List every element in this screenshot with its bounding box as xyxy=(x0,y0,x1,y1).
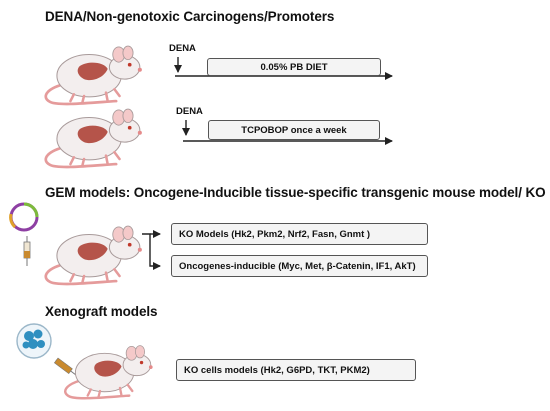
dena-label: DENA xyxy=(169,43,196,54)
mouse-icon xyxy=(44,224,144,286)
oncogenes-inducible-box: Oncogenes-inducible (Myc, Met, β-Catenin… xyxy=(171,255,428,277)
section-heading-xenograft: Xenograft models xyxy=(45,304,158,319)
cell-culture-icon xyxy=(16,323,52,359)
plasmid-icon xyxy=(9,202,39,232)
syringe-icon xyxy=(23,236,31,266)
mouse-icon xyxy=(44,107,144,169)
pb-diet-box: 0.05% PB DIET xyxy=(207,58,381,76)
section-heading-gem-models: GEM models: Oncogene-Inducible tissue-sp… xyxy=(45,185,550,200)
branch-arrow-lower xyxy=(142,233,161,270)
section-heading-carcinogens: DENA/Non-genotoxic Carcinogens/Promoters xyxy=(45,9,335,24)
ko-models-box: KO Models (Hk2, Pkm2, Nrf2, Fasn, Gnmt ) xyxy=(171,223,428,245)
mouse-icon xyxy=(44,44,144,106)
dena-label: DENA xyxy=(176,106,203,117)
ko-cells-models-box: KO cells models (Hk2, G6PD, TKT, PKM2) xyxy=(176,359,416,381)
tcpobop-box: TCPOBOP once a week xyxy=(208,120,380,140)
nude-mouse-icon xyxy=(64,344,154,400)
